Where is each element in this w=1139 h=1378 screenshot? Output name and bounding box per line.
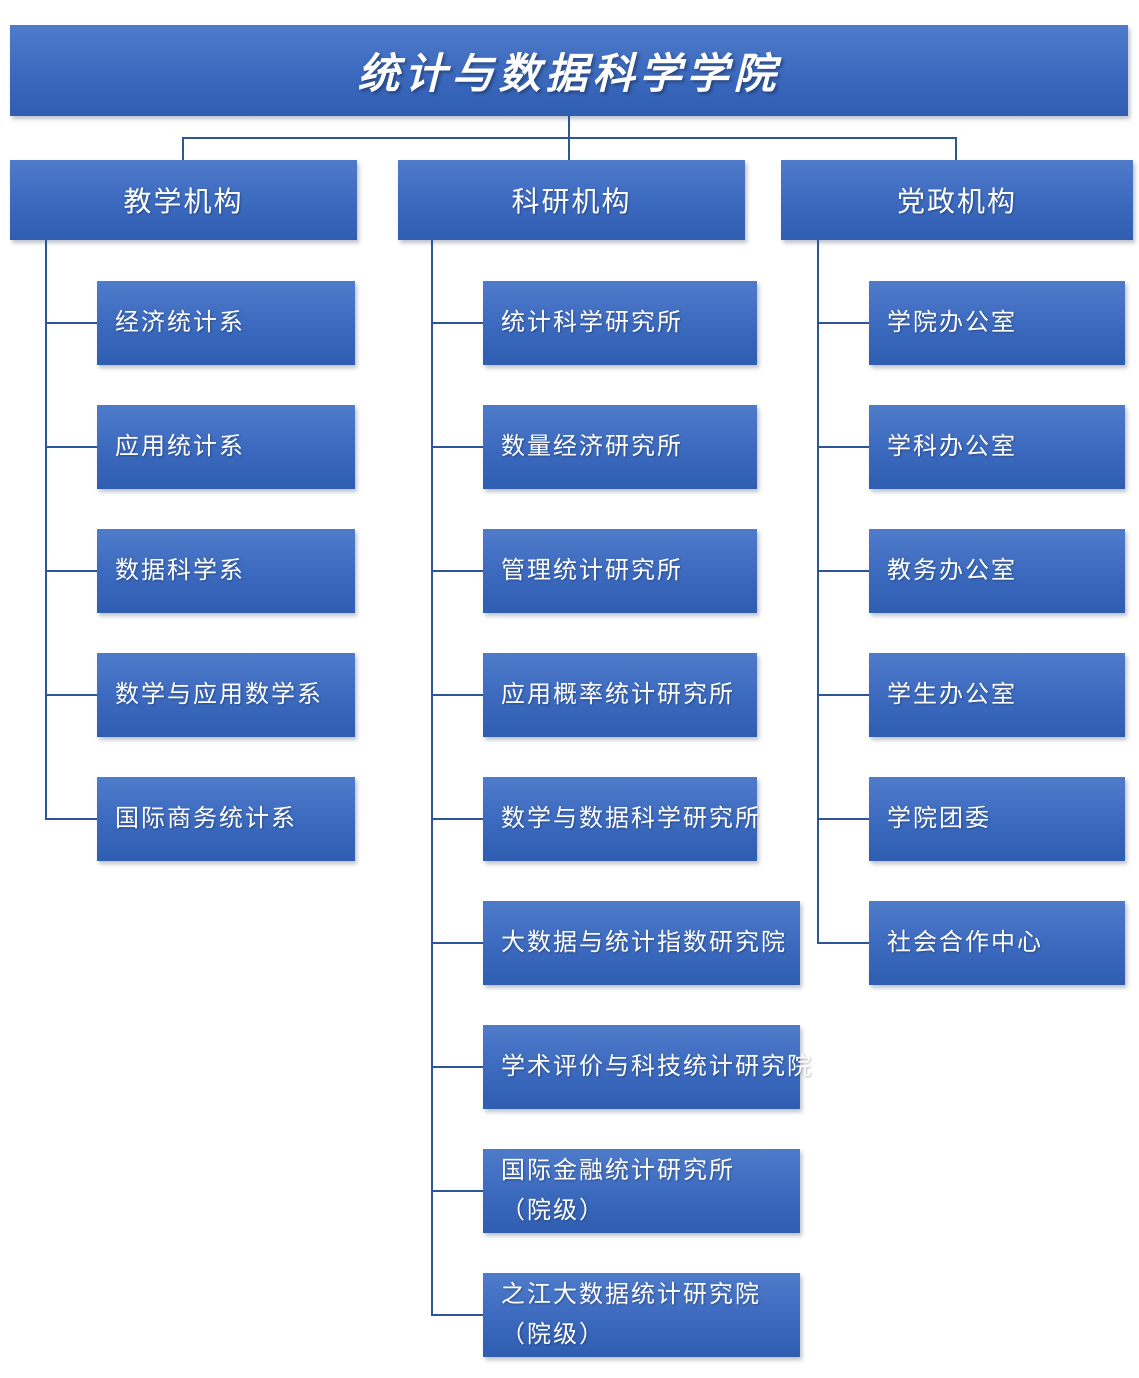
branch-trunk-2 [817, 240, 819, 944]
connector-item [431, 570, 483, 572]
connector-rail [183, 137, 957, 139]
org-unit-label: 数据科学系 [115, 558, 245, 584]
org-unit-label: 管理统计研究所 [501, 558, 683, 584]
org-unit-box: 之江大数据统计研究院 （院级） [483, 1273, 800, 1357]
org-unit-label: 教务办公室 [887, 558, 1017, 584]
org-unit-box: 应用概率统计研究所 [483, 653, 757, 737]
connector-item [431, 1190, 483, 1192]
branch-header-0: 教学机构 [10, 160, 357, 240]
connector-item [817, 570, 869, 572]
org-unit-box: 学生办公室 [869, 653, 1125, 737]
branch-trunk-1 [431, 240, 433, 1316]
org-unit-label: 学生办公室 [887, 682, 1017, 708]
connector-item [431, 942, 483, 944]
branch-header-2: 党政机构 [781, 160, 1133, 240]
org-unit-label: 数学与应用数学系 [115, 682, 323, 708]
org-unit-box: 学科办公室 [869, 405, 1125, 489]
connector-item [817, 694, 869, 696]
org-unit-label: 大数据与统计指数研究院 [501, 930, 787, 956]
connector-header-stub-left [182, 137, 184, 160]
org-unit-label: 应用概率统计研究所 [501, 682, 735, 708]
branch-header-1: 科研机构 [398, 160, 745, 240]
org-unit-box: 大数据与统计指数研究院 [483, 901, 800, 985]
connector-item [45, 818, 97, 820]
org-unit-sublabel: （院级） [501, 1198, 605, 1224]
org-unit-box: 学院办公室 [869, 281, 1125, 365]
org-unit-box: 学院团委 [869, 777, 1125, 861]
connector-item [817, 322, 869, 324]
connector-item [45, 570, 97, 572]
org-unit-label: 学科办公室 [887, 434, 1017, 460]
org-unit-label: 学院办公室 [887, 310, 1017, 336]
org-unit-box: 社会合作中心 [869, 901, 1125, 985]
connector-item [431, 694, 483, 696]
org-unit-label: 应用统计系 [115, 434, 245, 460]
org-unit-box: 教务办公室 [869, 529, 1125, 613]
org-unit-label: 统计科学研究所 [501, 310, 683, 336]
connector-item [431, 818, 483, 820]
connector-item [45, 446, 97, 448]
org-unit-label: 学院团委 [887, 806, 991, 832]
org-unit-label: 数量经济研究所 [501, 434, 683, 460]
org-unit-label: 国际商务统计系 [115, 806, 297, 832]
org-unit-box: 数量经济研究所 [483, 405, 757, 489]
org-unit-label: 之江大数据统计研究院 [501, 1282, 761, 1308]
connector-item [45, 694, 97, 696]
connector-header-stub-right [955, 137, 957, 160]
org-unit-box: 国际金融统计研究所 （院级） [483, 1149, 800, 1233]
connector-item [817, 942, 869, 944]
org-unit-box: 统计科学研究所 [483, 281, 757, 365]
org-unit-box: 数学与数据科学研究所 [483, 777, 761, 861]
connector-item [431, 1314, 483, 1316]
connector-item [431, 446, 483, 448]
branch-trunk-0 [45, 240, 47, 820]
org-unit-label: 国际金融统计研究所 [501, 1158, 735, 1184]
org-unit-box: 数据科学系 [97, 529, 355, 613]
connector-item [431, 322, 483, 324]
org-unit-label: 学术评价与科技统计研究院 [501, 1054, 813, 1080]
connector-item [45, 322, 97, 324]
connector-item [431, 1066, 483, 1068]
title-banner: 统计与数据科学学院 [10, 25, 1128, 116]
connector-item [817, 818, 869, 820]
connector-item [817, 446, 869, 448]
org-unit-sublabel: （院级） [501, 1322, 605, 1348]
org-unit-box: 经济统计系 [97, 281, 355, 365]
org-unit-label: 数学与数据科学研究所 [501, 806, 761, 832]
org-unit-box: 学术评价与科技统计研究院 [483, 1025, 813, 1109]
org-unit-label: 社会合作中心 [887, 930, 1043, 956]
org-unit-label: 经济统计系 [115, 310, 245, 336]
org-unit-box: 国际商务统计系 [97, 777, 355, 861]
org-unit-box: 应用统计系 [97, 405, 355, 489]
org-unit-box: 管理统计研究所 [483, 529, 757, 613]
org-unit-box: 数学与应用数学系 [97, 653, 355, 737]
